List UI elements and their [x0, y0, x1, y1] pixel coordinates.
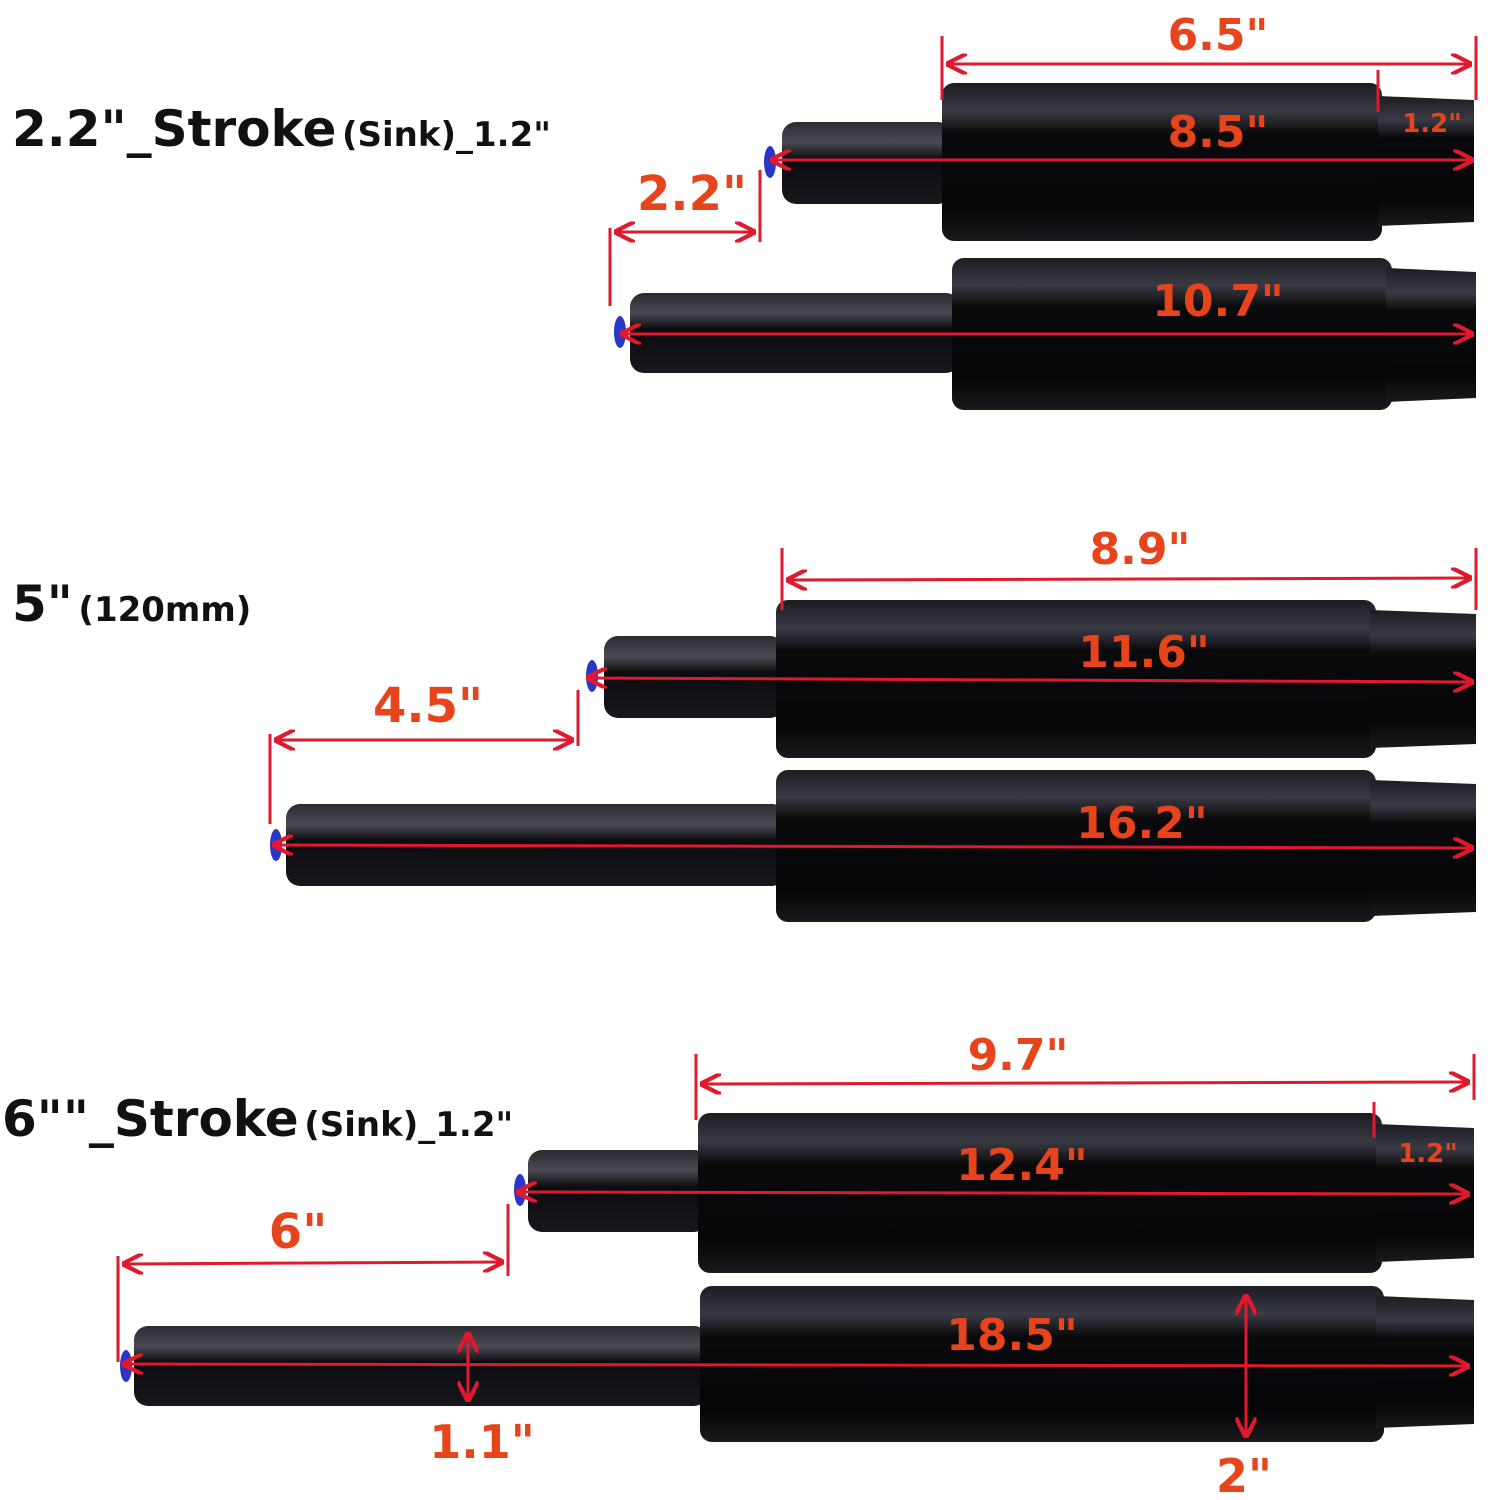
group2-title-main: 5"	[12, 575, 73, 633]
group1-compressed-cylinder	[764, 83, 1474, 241]
group3-title: 6""_Stroke (Sink)_1.2"	[2, 1090, 513, 1148]
rod	[782, 122, 952, 204]
group3-title-sub: (Sink)_1.2"	[304, 1105, 514, 1145]
group1-sink-label: 1.2"	[1402, 109, 1462, 139]
group3-dimensions	[116, 1054, 1476, 1436]
group1-compressed-length-label: 8.5"	[1168, 107, 1269, 158]
group1-body-length-label: 6.5"	[1168, 10, 1269, 61]
end-cap	[514, 1174, 526, 1206]
group3-rod-diameter-label: 1.1"	[429, 1415, 534, 1469]
group1-extended-length-label: 10.7"	[1152, 276, 1283, 327]
group3-sink-label: 1.2"	[1398, 1139, 1458, 1169]
group1-title-main: 2.2"_Stroke	[12, 100, 337, 158]
group3-body-diameter-label: 2"	[1216, 1449, 1272, 1500]
end-cap	[120, 1350, 132, 1382]
body-neck	[1370, 610, 1476, 748]
group1-title-sub: (Sink)_1.2"	[341, 115, 551, 155]
end-cap	[764, 146, 776, 178]
group2-compressed-length-label: 11.6"	[1078, 627, 1209, 678]
group3-stroke-label: 6"	[269, 1204, 327, 1260]
group2-title: 5" (120mm)	[12, 575, 251, 633]
group3-body-length-label: 9.7"	[968, 1030, 1069, 1081]
group1-dimensions	[608, 36, 1478, 334]
group2-dimensions	[268, 548, 1478, 848]
body-neck	[1376, 1296, 1474, 1428]
body	[942, 83, 1382, 241]
group2-body-length-label: 8.9"	[1090, 524, 1191, 575]
end-cap	[586, 660, 598, 692]
group1-title: 2.2"_Stroke (Sink)_1.2"	[12, 100, 551, 158]
group1-stroke-label: 2.2"	[637, 166, 747, 222]
group3-title-main: 6""_Stroke	[2, 1090, 299, 1148]
group3-compressed-length-label: 12.4"	[956, 1140, 1087, 1191]
end-cap	[614, 316, 626, 348]
group2-title-sub: (120mm)	[78, 590, 252, 630]
group3-extended-length-label: 18.5"	[946, 1310, 1077, 1361]
group2-extended-length-label: 16.2"	[1076, 798, 1207, 849]
group2-stroke-label: 4.5"	[373, 678, 483, 734]
